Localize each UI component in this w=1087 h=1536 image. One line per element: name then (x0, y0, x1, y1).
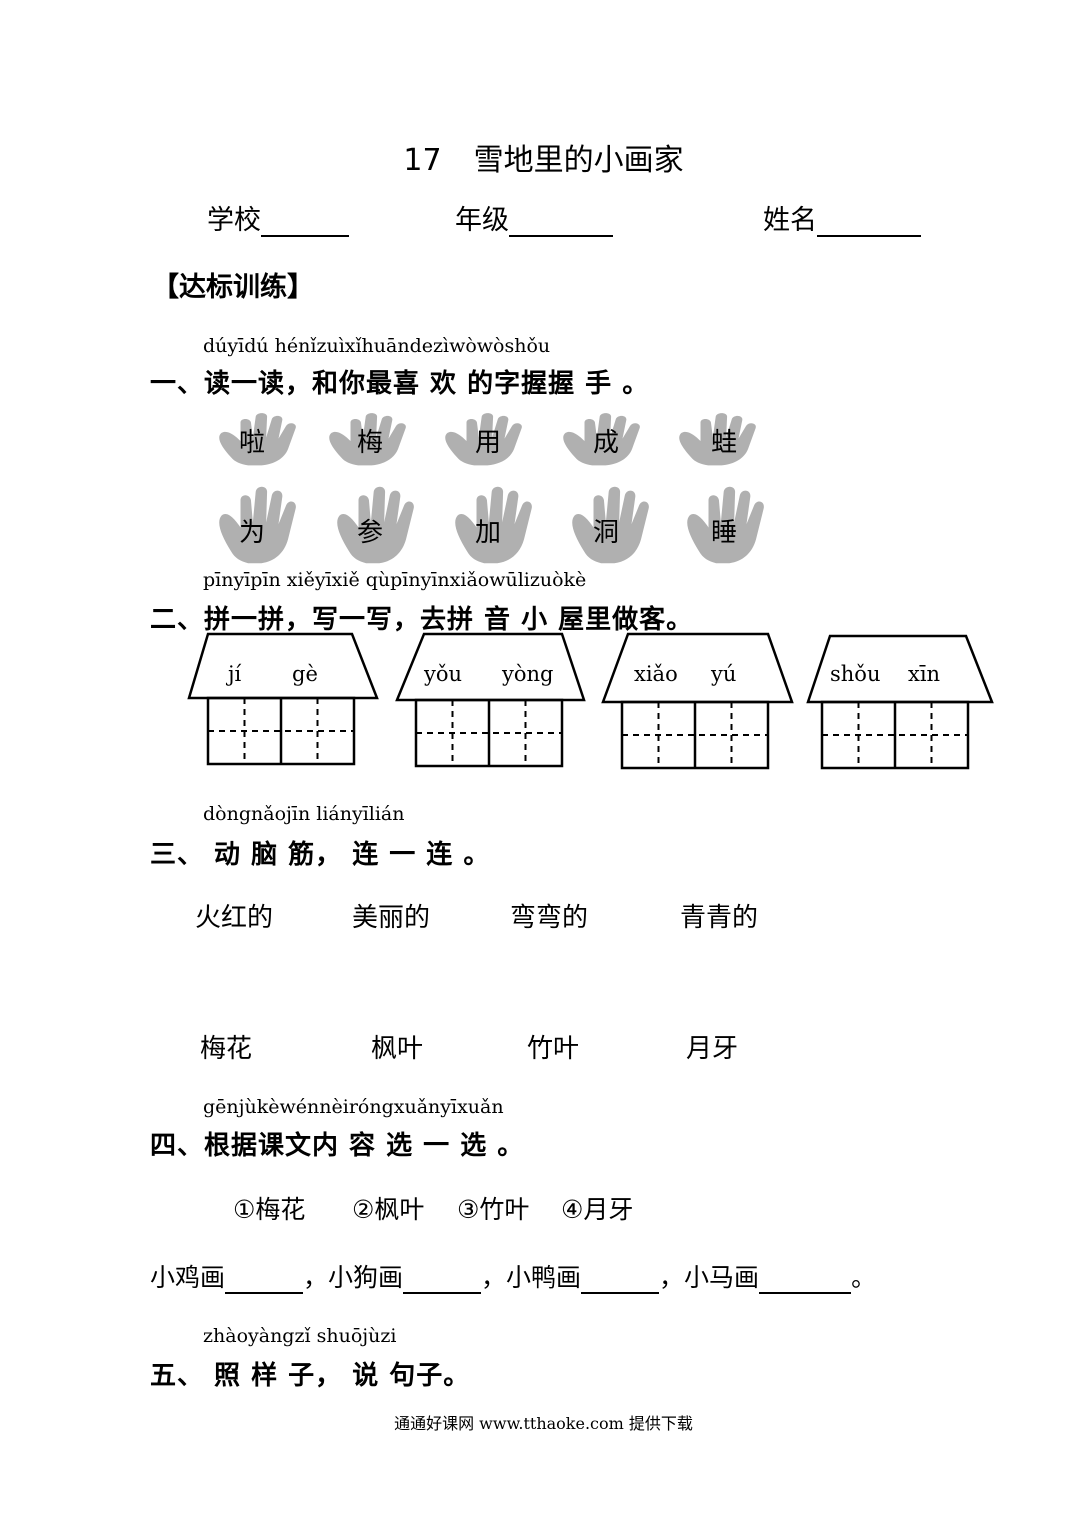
adjective-word[interactable]: 青青的 (680, 903, 759, 933)
house-1-pinyin-b: gè (292, 662, 318, 686)
adjective-word[interactable]: 火红的 (195, 903, 274, 933)
option: ①梅花 (233, 1195, 306, 1224)
q3-pinyin: dòngnǎojīn liányīlián (203, 803, 405, 825)
fill-suffix: 。 (851, 1263, 877, 1292)
q2-question: 二、拼一拼，写一写，去拼 音 小 屋里做客。 (150, 605, 694, 635)
answer-blank[interactable] (581, 1270, 660, 1294)
house-3-pinyin-b: yú (711, 662, 737, 686)
answer-blank[interactable] (759, 1270, 852, 1294)
fill-prefix: 小鸡画 (150, 1263, 226, 1292)
noun-word[interactable]: 梅花 (200, 1034, 253, 1064)
q5-pinyin: zhàoyàngzǐ shuōjùzi (203, 1325, 397, 1347)
grade-blank[interactable] (509, 209, 613, 237)
noun-word[interactable]: 月牙 (686, 1034, 739, 1064)
fill-prefix: ，小马画 (659, 1263, 760, 1292)
q3-question: 三、 动 脑 筋， 连 一 连 。 (150, 840, 491, 870)
q5-question: 五、 照 样 子， 说 句子。 (150, 1361, 471, 1391)
hand-char[interactable]: 梅 (356, 428, 383, 458)
pinyin-house-1 (187, 632, 379, 766)
fill-prefix: ，小狗画 (303, 1263, 404, 1292)
adjective-word[interactable]: 美丽的 (352, 903, 431, 933)
pinyin-house-3 (601, 632, 794, 770)
pinyin-house-2 (395, 632, 586, 768)
pinyin-house-4 (806, 634, 994, 770)
house-3-pinyin-a: xiǎo (634, 662, 678, 686)
name-label: 姓名 (763, 205, 817, 236)
q2-pinyin: pīnyīpīn xiěyīxiě qùpīnyīnxiǎowūlizuòkè (203, 569, 587, 591)
grade-label: 年级 (455, 205, 509, 236)
option: ③竹叶 (457, 1195, 530, 1224)
page-title: 17 雪地里的小画家 (0, 135, 1087, 179)
school-field[interactable]: 学校 (207, 198, 349, 237)
house-1-pinyin-a: jí (228, 662, 242, 686)
school-label: 学校 (207, 205, 261, 236)
house-4-pinyin-b: xīn (908, 662, 941, 686)
hand-char[interactable]: 睡 (710, 518, 737, 548)
lesson-number: 17 (403, 143, 442, 178)
hand-char[interactable]: 为 (238, 518, 265, 548)
option: ②枫叶 (352, 1195, 425, 1224)
q1-pinyin: dúyīdú hénǐzuìxǐhuāndezìwòwòshǒu (203, 335, 551, 357)
section-label: 【达标训练】 (152, 272, 314, 303)
name-field[interactable]: 姓名 (763, 198, 921, 237)
answer-blank[interactable] (225, 1270, 304, 1294)
noun-word[interactable]: 枫叶 (371, 1034, 424, 1064)
option: ④月牙 (561, 1195, 634, 1224)
house-2-pinyin-b: yòng (502, 662, 554, 686)
hand-char[interactable]: 啦 (238, 428, 265, 458)
lesson-title: 雪地里的小画家 (473, 143, 684, 178)
noun-word[interactable]: 竹叶 (527, 1034, 580, 1064)
footer-credit: 通通好课网 www.tthaoke.com 提供下载 (394, 1414, 693, 1433)
adjective-word[interactable]: 弯弯的 (510, 903, 589, 933)
q4-pinyin: gēnjùkèwénnèiróngxuǎnyīxuǎn (203, 1096, 504, 1118)
house-4-pinyin-a: shǒu (830, 662, 881, 686)
hand-char[interactable]: 用 (474, 428, 501, 458)
house-2-pinyin-a: yǒu (424, 662, 463, 686)
hand-char[interactable]: 洞 (592, 518, 619, 548)
grade-field[interactable]: 年级 (455, 198, 613, 237)
school-blank[interactable] (261, 209, 349, 237)
hand-char[interactable]: 蛙 (710, 428, 737, 458)
hand-char[interactable]: 成 (592, 428, 619, 458)
answer-blank[interactable] (403, 1270, 482, 1294)
hand-char[interactable]: 加 (474, 518, 501, 548)
q1-question: 一、读一读，和你最喜 欢 的字握握 手 。 (150, 369, 650, 399)
name-blank[interactable] (817, 209, 921, 237)
hand-char[interactable]: 参 (356, 518, 383, 548)
fill-prefix: ，小鸭画 (481, 1263, 582, 1292)
q4-question: 四、根据课文内 容 选 一 选 。 (150, 1131, 525, 1161)
fill-sentence: 小鸡画 ，小狗画 ，小鸭画 ，小马画 。 (150, 1258, 876, 1294)
